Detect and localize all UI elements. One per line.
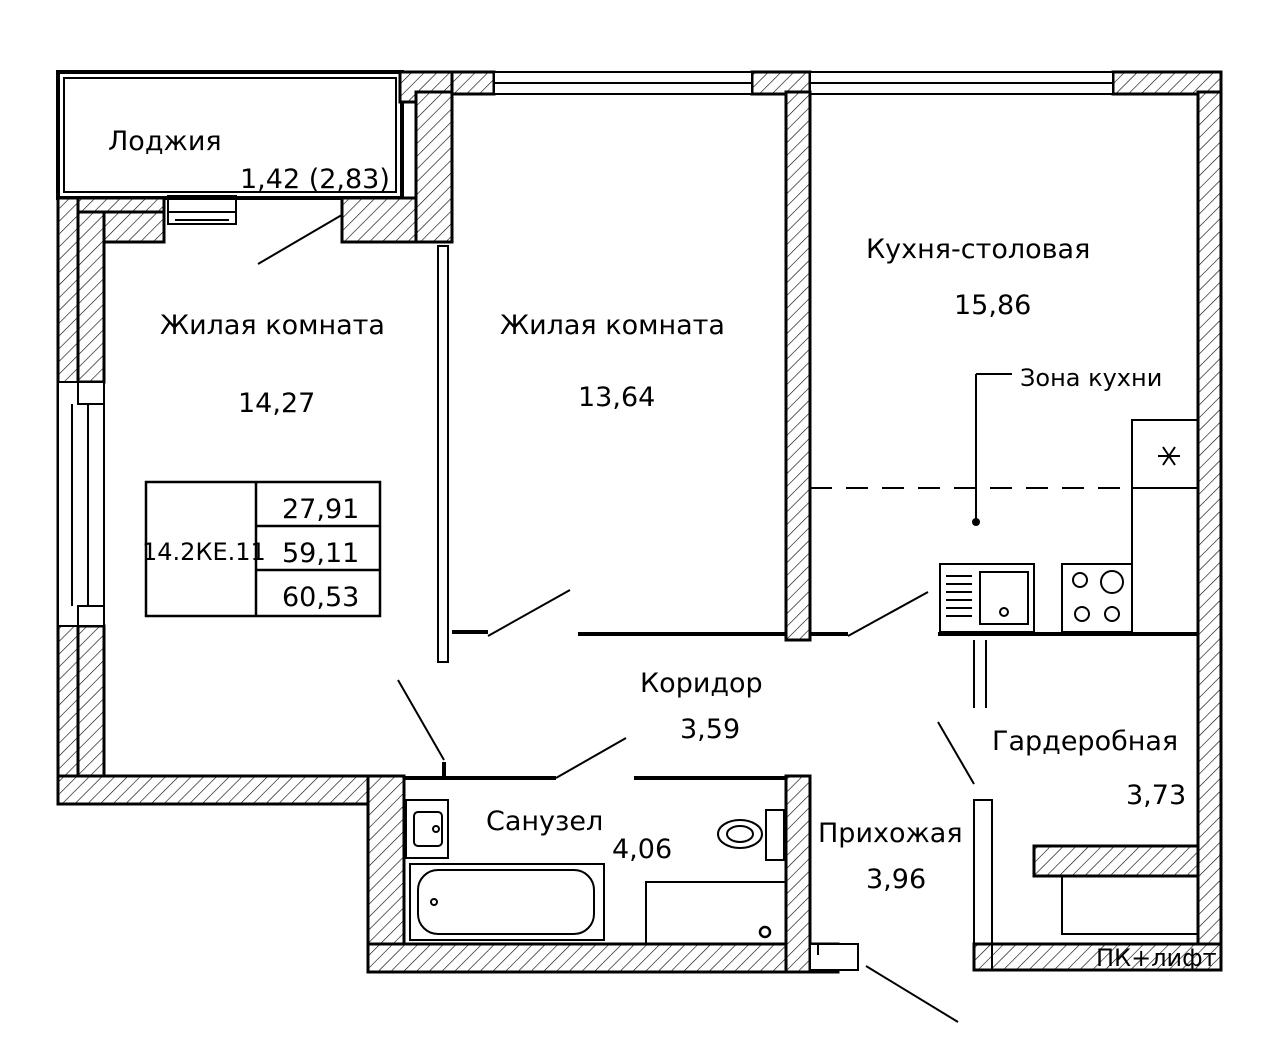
kitchen-sink-icon [939, 563, 1035, 633]
utility-label: ПК+лифт [1096, 944, 1217, 972]
bathroom-name: Санузел [486, 806, 603, 837]
washbasin-icon [405, 799, 449, 859]
living-area-value: 27,91 [282, 494, 359, 525]
partitions [397, 373, 1198, 1023]
hallway-area: 3,96 [866, 864, 926, 895]
bathroom-fixtures [405, 799, 787, 945]
area-table [144, 480, 382, 618]
bathtub-icon [409, 863, 605, 941]
total-area-loggia-value: 60,53 [282, 582, 359, 613]
toilet-icon [717, 809, 785, 861]
corridor-area: 3,59 [680, 714, 740, 745]
loggia [56, 70, 404, 265]
wardrobe-name: Гардеробная [992, 726, 1178, 757]
hood-icon [1158, 446, 1180, 466]
living-left-area: 14,27 [238, 388, 315, 419]
walls [56, 70, 1223, 974]
kitchen-name: Кухня-столовая [866, 234, 1090, 265]
stove-icon [1061, 563, 1133, 633]
living-middle-area: 13,64 [578, 382, 655, 413]
bathroom-area: 4,06 [612, 834, 672, 865]
wardrobe-area: 3,73 [1126, 780, 1186, 811]
living-middle-name: Жилая комната [500, 310, 725, 341]
hallway-name: Прихожая [818, 818, 963, 849]
corridor-name: Коридор [640, 668, 763, 699]
total-area-value: 59,11 [282, 538, 359, 569]
apartment-code: 14.2КЕ.11 [142, 538, 266, 566]
living-left-name: Жилая комната [160, 310, 385, 341]
loggia-area: 1,42 (2,83) [240, 164, 390, 195]
loggia-name: Лоджия [108, 126, 222, 157]
kitchen-area: 15,86 [954, 290, 1031, 321]
kitchen-zone-label: Зона кухни [1020, 364, 1162, 392]
loggia-leader-line [257, 208, 353, 265]
kitchen-fixtures [939, 419, 1199, 633]
